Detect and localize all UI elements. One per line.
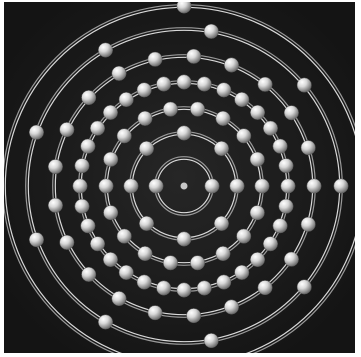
electron-shell-2 bbox=[214, 216, 228, 230]
electron-shell-5 bbox=[284, 106, 298, 120]
electron-shell-3 bbox=[117, 229, 131, 243]
electron-shell-6 bbox=[29, 233, 43, 247]
electron-shell-5 bbox=[148, 306, 162, 320]
electron-shell-4 bbox=[157, 77, 171, 91]
atom-image-frame bbox=[4, 2, 355, 353]
electron-shell-2 bbox=[139, 141, 153, 155]
electron-shell-6 bbox=[204, 24, 218, 38]
electron-shell-3 bbox=[163, 102, 177, 116]
electron-shell-3 bbox=[104, 152, 118, 166]
electron-shell-3 bbox=[190, 102, 204, 116]
electron-shell-4 bbox=[197, 77, 211, 91]
electron-shell-5 bbox=[224, 300, 238, 314]
electron-shell-5 bbox=[307, 179, 321, 193]
electron-shell-6 bbox=[98, 315, 112, 329]
electron-shell-4 bbox=[90, 237, 104, 251]
electron-shell-6 bbox=[297, 280, 311, 294]
electron-shell-3 bbox=[237, 129, 251, 143]
electron-shell-5 bbox=[284, 252, 298, 266]
electron-shell-3 bbox=[138, 111, 152, 125]
electron-shell-5 bbox=[301, 140, 315, 154]
electron-shell-3 bbox=[216, 111, 230, 125]
electron-shell-4 bbox=[273, 139, 287, 153]
electron-shell-4 bbox=[250, 105, 264, 119]
electron-shell-5 bbox=[112, 291, 126, 305]
electron-shell-3 bbox=[255, 179, 269, 193]
electron-shell-4 bbox=[90, 121, 104, 135]
electron-shell-4 bbox=[279, 199, 293, 213]
electron-shell-4 bbox=[235, 265, 249, 279]
electron-shell-4 bbox=[263, 237, 277, 251]
electron-shell-4 bbox=[103, 105, 117, 119]
electron-shell-3 bbox=[250, 205, 264, 219]
electron-shell-4 bbox=[177, 75, 191, 89]
electron-shell-3 bbox=[190, 256, 204, 270]
electron-shell-4 bbox=[157, 281, 171, 295]
electron-shell-4 bbox=[137, 83, 151, 97]
electron-shell-4 bbox=[279, 159, 293, 173]
electron-shell-4 bbox=[217, 275, 231, 289]
electron-shell-4 bbox=[177, 283, 191, 297]
electron-shell-2 bbox=[214, 141, 228, 155]
electron-shell-5 bbox=[60, 122, 74, 136]
electron-shell-5 bbox=[112, 66, 126, 80]
electron-shell-3 bbox=[216, 246, 230, 260]
electron-shell-4 bbox=[273, 219, 287, 233]
electron-shell-5 bbox=[301, 217, 315, 231]
electron-shell-1 bbox=[205, 179, 219, 193]
electron-shell-5 bbox=[82, 267, 96, 281]
electron-shell-5 bbox=[187, 308, 201, 322]
electron-shell-4 bbox=[217, 83, 231, 97]
electron-shell-3 bbox=[163, 256, 177, 270]
electron-shell-6 bbox=[334, 179, 348, 193]
electron-shell-3 bbox=[138, 246, 152, 260]
electron-shell-4 bbox=[75, 199, 89, 213]
electron-shell-6 bbox=[297, 78, 311, 92]
electron-shell-4 bbox=[75, 159, 89, 173]
electron-shell-4 bbox=[119, 92, 133, 106]
electron-shell-4 bbox=[250, 252, 264, 266]
electron-shell-5 bbox=[187, 49, 201, 63]
electron-shell-5 bbox=[224, 58, 238, 72]
electron-shell-6 bbox=[29, 125, 43, 139]
electron-shell-3 bbox=[99, 179, 113, 193]
electron-shell-3 bbox=[104, 205, 118, 219]
electron-shell-4 bbox=[197, 281, 211, 295]
electron-shell-3 bbox=[117, 129, 131, 143]
electron-shell-4 bbox=[81, 139, 95, 153]
electron-shell-2 bbox=[124, 179, 138, 193]
electron-shell-2 bbox=[177, 232, 191, 246]
electron-shell-5 bbox=[48, 198, 62, 212]
electron-shell-4 bbox=[137, 275, 151, 289]
electron-shell-6 bbox=[204, 333, 218, 347]
electron-shell-5 bbox=[60, 235, 74, 249]
electron-shell-4 bbox=[235, 92, 249, 106]
electron-shell-5 bbox=[258, 77, 272, 91]
electron-shell-4 bbox=[119, 265, 133, 279]
electron-shell-4 bbox=[103, 252, 117, 266]
electron-shell-2 bbox=[177, 126, 191, 140]
electron-shell-4 bbox=[263, 121, 277, 135]
electron-shell-5 bbox=[148, 52, 162, 66]
electron-shell-5 bbox=[82, 90, 96, 104]
electron-shell-3 bbox=[237, 229, 251, 243]
electron-shell-1 bbox=[149, 179, 163, 193]
electron-shell-4 bbox=[73, 179, 87, 193]
electron-shell-4 bbox=[81, 219, 95, 233]
electron-shell-4 bbox=[281, 179, 295, 193]
electron-shell-2 bbox=[139, 216, 153, 230]
electron-shell-2 bbox=[230, 179, 244, 193]
electron-shell-3 bbox=[250, 152, 264, 166]
nucleus bbox=[181, 183, 188, 190]
electron-shell-5 bbox=[48, 159, 62, 173]
electron-shell-5 bbox=[258, 280, 272, 294]
electron-shell-6 bbox=[98, 43, 112, 57]
atom-diagram bbox=[4, 2, 355, 353]
